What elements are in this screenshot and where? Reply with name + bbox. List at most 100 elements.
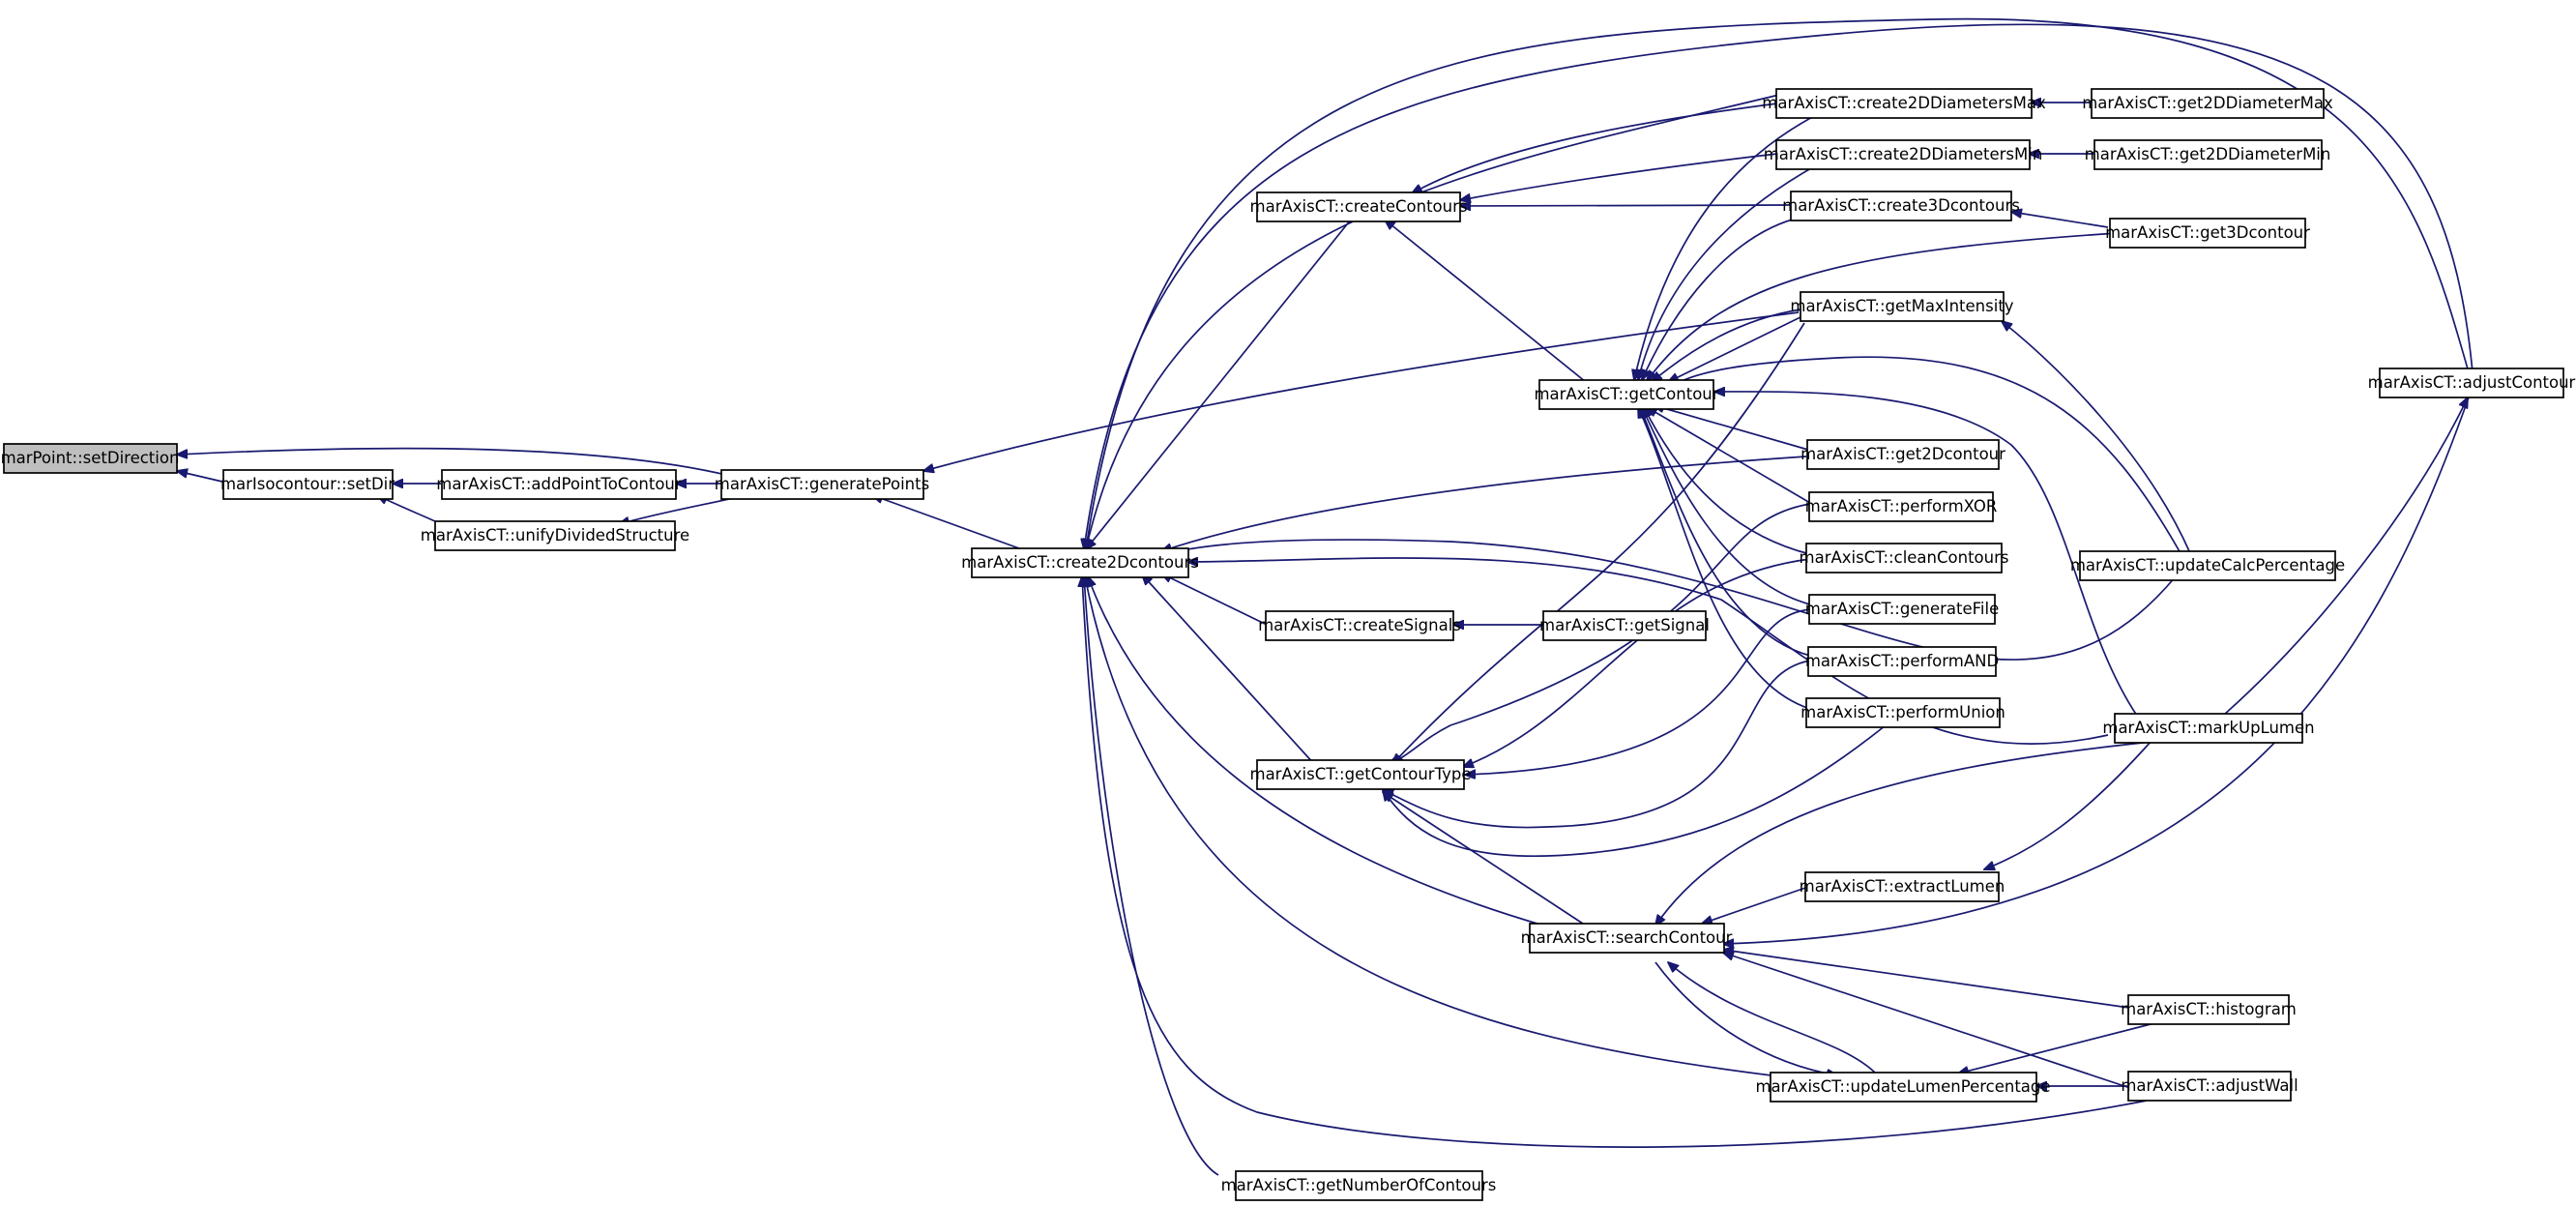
node-histogram[interactable]: marAxisCT::histogram bbox=[2121, 994, 2297, 1025]
node-adjustContour[interactable]: marAxisCT::adjustContour bbox=[2368, 368, 2576, 398]
node-label: marAxisCT::searchContour bbox=[1521, 928, 1733, 947]
edge-getMaxIntensity-to-getContourType bbox=[1392, 322, 1805, 764]
edge-performXOR-to-getContour bbox=[1647, 407, 1811, 504]
node-label: marAxisCT::get2DDiameterMin bbox=[2085, 145, 2331, 163]
node-get2Dcontour[interactable]: marAxisCT::get2Dcontour bbox=[1800, 439, 2005, 470]
node-label: marAxisCT::generatePoints bbox=[715, 475, 929, 493]
node-label: marAxisCT::getNumberOfContours bbox=[1221, 1176, 1497, 1194]
edge-create2DDiametersMin-to-getContour bbox=[1638, 163, 1819, 380]
node-label: marAxisCT::markUpLumen bbox=[2102, 719, 2314, 737]
edge-getContourType-to-create2Dcontours bbox=[1142, 574, 1316, 766]
edge-markUpLumen-to-create2Dcontours bbox=[1187, 558, 2109, 745]
node-updateCalcPercentage[interactable]: marAxisCT::updateCalcPercentage bbox=[2070, 550, 2345, 581]
edge-histogram-to-updateLumenPercentage bbox=[1958, 1022, 2155, 1074]
edge-createContours-to-create2Dcontours bbox=[1086, 219, 1352, 549]
node-performAND[interactable]: marAxisCT::performAND bbox=[1805, 646, 1999, 677]
node-get2DDiameterMax[interactable]: marAxisCT::get2DDiameterMax bbox=[2082, 88, 2333, 119]
edge-updateLumenPercentage-to-create2Dcontours bbox=[1085, 576, 1772, 1076]
node-label: marAxisCT::getContour bbox=[1534, 385, 1718, 403]
edge-get2Dcontour-to-create2Dcontours bbox=[1161, 456, 1807, 551]
node-generatePoints[interactable]: marAxisCT::generatePoints bbox=[715, 469, 929, 500]
node-performXOR[interactable]: marAxisCT::performXOR bbox=[1805, 491, 1998, 522]
node-label: marAxisCT::adjustContour bbox=[2368, 373, 2576, 392]
edge-adjustWall-to-create2Dcontours bbox=[1082, 576, 2148, 1148]
node-label: marAxisCT::createSignals bbox=[1258, 616, 1461, 634]
node-label: marAxisCT::create2Dcontours bbox=[961, 553, 1199, 572]
edge-adjustWall-to-searchContour bbox=[1723, 953, 2131, 1089]
node-setDir[interactable]: marIsocontour::setDir bbox=[220, 469, 395, 500]
nodes: marPoint::setDirection marIsocontour::se… bbox=[1, 88, 2576, 1201]
node-label: marAxisCT::get3Dcontour bbox=[2105, 223, 2310, 242]
node-cleanContours[interactable]: marAxisCT::cleanContours bbox=[1800, 543, 2009, 574]
node-label: marAxisCT::getMaxIntensity bbox=[1790, 297, 2013, 315]
edge-cleanContours-to-getContour bbox=[1644, 407, 1811, 555]
edge-create2DDiametersMax-to-getContour bbox=[1634, 113, 1819, 380]
edge-histogram-to-searchContour bbox=[1723, 950, 2130, 1009]
edge-create2DDiametersMax-to-create2Dcontours bbox=[1086, 94, 1780, 549]
node-setDirection[interactable]: marPoint::setDirection bbox=[1, 443, 180, 474]
edge-markUpLumen-to-searchContour bbox=[1655, 740, 2162, 926]
edge-get3Dcontour-to-getContour bbox=[1647, 232, 2119, 381]
node-getNumberOfContours[interactable]: marAxisCT::getNumberOfContours bbox=[1221, 1170, 1497, 1201]
edge-getContour-to-createContours bbox=[1385, 220, 1587, 383]
edges bbox=[177, 17, 2474, 1176]
node-searchContour[interactable]: marAxisCT::searchContour bbox=[1521, 923, 1733, 954]
edge-searchContour-to-updateLumenPercentage bbox=[1654, 961, 1837, 1075]
edge-create3Dcontours-to-getContour bbox=[1642, 216, 1804, 380]
edge-performUnion-to-getContourType bbox=[1383, 724, 1887, 858]
node-createSignals[interactable]: marAxisCT::createSignals bbox=[1258, 610, 1461, 641]
edge-performXOR-to-getContourType bbox=[1388, 503, 1811, 765]
node-getMaxIntensity[interactable]: marAxisCT::getMaxIntensity bbox=[1790, 291, 2014, 322]
node-label: marAxisCT::updateLumenPercentage bbox=[1755, 1077, 2050, 1096]
edge-generatePoints-to-setDirection bbox=[177, 447, 731, 477]
node-label: marAxisCT::performAND bbox=[1805, 652, 1999, 670]
node-label: marAxisCT::getContourType bbox=[1250, 765, 1472, 783]
node-createContours[interactable]: marAxisCT::createContours bbox=[1250, 191, 1468, 222]
edge-searchContour-to-create2Dcontours bbox=[1088, 576, 1548, 927]
edge-createSignals-to-create2Dcontours bbox=[1161, 574, 1268, 626]
node-performUnion[interactable]: marAxisCT::performUnion bbox=[1800, 697, 2005, 728]
edge-getMaxIntensity-to-getContour-2 bbox=[1668, 314, 1805, 382]
node-label: marAxisCT::get2DDiameterMax bbox=[2082, 94, 2333, 112]
edge-create3Dcontours-to-createContours bbox=[1460, 205, 1793, 206]
edge-updateCalcPercentage-to-getMaxIntensity bbox=[2002, 321, 2191, 554]
node-label: marAxisCT::performXOR bbox=[1805, 497, 1998, 515]
edge-create2DDiametersMax-to-createContours bbox=[1412, 103, 1778, 193]
node-label: marAxisCT::performUnion bbox=[1800, 703, 2005, 721]
edge-create2Dcontours-to-generatePoints bbox=[872, 495, 1031, 553]
node-updateLumenPercentage[interactable]: marAxisCT::updateLumenPercentage bbox=[1755, 1072, 2051, 1103]
edge-markUpLumen-to-extractLumen bbox=[1984, 740, 2152, 869]
node-label: marAxisCT::extractLumen bbox=[1800, 877, 2005, 896]
node-create3Dcontours[interactable]: marAxisCT::create3Dcontours bbox=[1782, 191, 2020, 221]
node-label: marAxisCT::unifyDividedStructure bbox=[421, 526, 689, 544]
edge-adjustContour-to-searchContour bbox=[1723, 397, 2470, 944]
node-extractLumen[interactable]: marAxisCT::extractLumen bbox=[1800, 871, 2005, 902]
node-getSignal[interactable]: marAxisCT::getSignal bbox=[1539, 610, 1710, 641]
edge-updateCalcPercentage-to-create2Dcontours bbox=[1161, 539, 2177, 661]
node-create2DDiametersMax[interactable]: marAxisCT::create2DDiametersMax bbox=[1762, 88, 2046, 119]
node-get3Dcontour[interactable]: marAxisCT::get3Dcontour bbox=[2105, 218, 2310, 249]
node-label: marAxisCT::getSignal bbox=[1539, 616, 1710, 634]
edge-getNumberOfContours-to-create2Dcontours bbox=[1084, 575, 1219, 1176]
node-create2Dcontours[interactable]: marAxisCT::create2Dcontours bbox=[961, 547, 1199, 578]
node-unifyDividedStructure[interactable]: marAxisCT::unifyDividedStructure bbox=[421, 520, 689, 551]
node-markUpLumen[interactable]: marAxisCT::markUpLumen bbox=[2102, 713, 2315, 744]
edge-get3Dcontour-to-create3Dcontours bbox=[2011, 212, 2109, 228]
node-label: marAxisCT::create2DDiametersMax bbox=[1762, 94, 2046, 112]
node-label: marAxisCT::generateFile bbox=[1805, 600, 1999, 618]
edge-getMaxIntensity-to-generatePoints bbox=[923, 311, 1800, 471]
edge-searchContour-to-getContourType bbox=[1383, 792, 1587, 927]
node-adjustWall[interactable]: marAxisCT::adjustWall bbox=[2121, 1071, 2298, 1102]
node-get2DDiameterMin[interactable]: marAxisCT::get2DDiameterMin bbox=[2085, 139, 2331, 170]
node-create2DDiametersMin[interactable]: marAxisCT::create2DDiametersMin bbox=[1764, 139, 2043, 170]
node-label: marAxisCT::create2DDiametersMin bbox=[1764, 145, 2043, 163]
node-generateFile[interactable]: marAxisCT::generateFile bbox=[1805, 594, 1999, 625]
node-getContour[interactable]: marAxisCT::getContour bbox=[1534, 379, 1719, 410]
edge-cleanContours-to-getContourType bbox=[1463, 558, 1811, 767]
node-addPointToContour[interactable]: marAxisCT::addPointToContour bbox=[436, 469, 682, 500]
edge-create2DDiametersMin-to-createContours bbox=[1460, 153, 1778, 200]
edge-performAND-to-getContour bbox=[1640, 407, 1811, 657]
node-label: marAxisCT::create3Dcontours bbox=[1782, 196, 2020, 215]
node-getContourType[interactable]: marAxisCT::getContourType bbox=[1250, 759, 1472, 790]
